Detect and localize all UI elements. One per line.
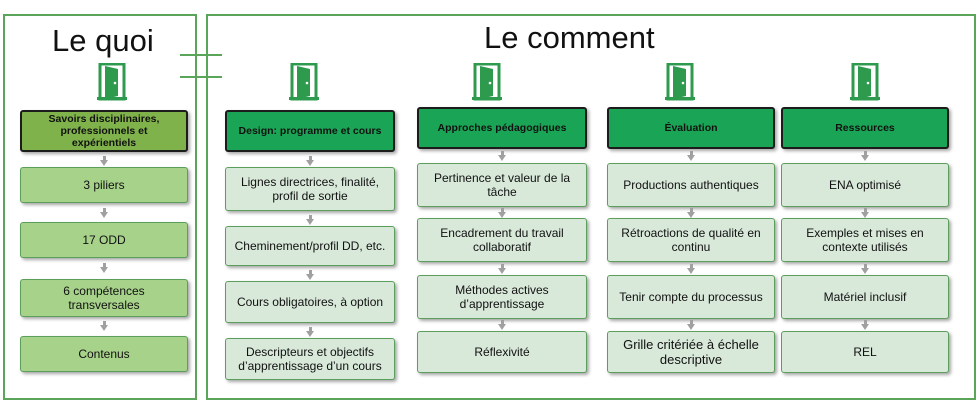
col2-item-4: Réflexivité [417, 331, 587, 373]
left-item-3: 6 compétences transversales [20, 279, 188, 317]
col3-header: Évaluation [607, 107, 775, 149]
down-arrow [100, 321, 108, 331]
door-icon [472, 63, 502, 101]
col2-header: Approches pédagogiques [417, 107, 587, 149]
door-icon [665, 63, 695, 101]
door-icon [850, 63, 880, 101]
col1-header: Design: programme et cours [225, 110, 395, 152]
down-arrow [861, 208, 869, 218]
down-arrow [100, 263, 108, 273]
down-arrow [306, 327, 314, 337]
connector-line-bottom [180, 76, 222, 78]
col4-header: Ressources [781, 107, 949, 149]
down-arrow [306, 156, 314, 166]
connector-line-top [180, 54, 222, 56]
down-arrow [498, 320, 506, 330]
left-item-1: 3 piliers [20, 167, 188, 203]
down-arrow [687, 151, 695, 161]
col4-item-3: Matériel inclusif [781, 275, 949, 319]
col1-item-4: Descripteurs et objectifs d’apprentissag… [225, 338, 395, 380]
col4-item-4: REL [781, 331, 949, 373]
left-header: Savoirs disciplinaires, professionnels e… [20, 110, 188, 152]
down-arrow [687, 264, 695, 274]
down-arrow [306, 270, 314, 280]
left-item-4: Contenus [20, 336, 188, 372]
col1-item-1: Lignes directrices, finalité, profil de … [225, 167, 395, 211]
down-arrow [498, 208, 506, 218]
col2-item-3: Méthodes actives d’apprentissage [417, 275, 587, 319]
down-arrow [100, 156, 108, 166]
down-arrow [498, 151, 506, 161]
door-icon [289, 63, 319, 101]
down-arrow [861, 151, 869, 161]
door-icon [97, 63, 127, 101]
col4-item-1: ENA optimisé [781, 163, 949, 207]
col4-item-2: Exemples et mises en contexte utilisés [781, 218, 949, 262]
col1-item-2: Cheminement/profil DD, etc. [225, 226, 395, 266]
down-arrow [687, 320, 695, 330]
left-title: Le quoi [50, 23, 156, 59]
col2-item-1: Pertinence et valeur de la tâche [417, 163, 587, 207]
col3-item-4: Grille critériée à échelle descriptive [607, 331, 775, 373]
down-arrow [687, 208, 695, 218]
col3-item-3: Tenir compte du processus [607, 275, 775, 319]
down-arrow [498, 264, 506, 274]
down-arrow [861, 320, 869, 330]
right-title: Le comment [484, 20, 655, 55]
col1-item-3: Cours obligatoires, à option [225, 281, 395, 323]
down-arrow [306, 215, 314, 225]
col3-item-2: Rétroactions de qualité en continu [607, 218, 775, 262]
left-item-2: 17 ODD [20, 222, 188, 258]
col3-item-1: Productions authentiques [607, 163, 775, 207]
down-arrow [100, 208, 108, 218]
col2-item-2: Encadrement du travail collaboratif [417, 218, 587, 262]
down-arrow [861, 264, 869, 274]
